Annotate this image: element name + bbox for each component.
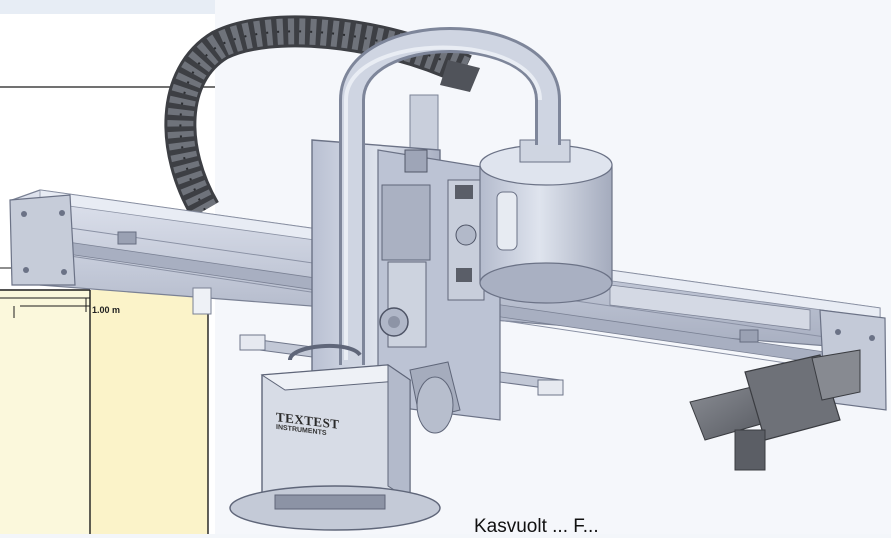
arched-pipe	[339, 27, 561, 365]
servo-motor	[689, 349, 861, 471]
drum-unit	[479, 139, 613, 304]
product-caption: Kasvuolt ... F...	[474, 516, 599, 537]
dimension-label: 1.00 m	[92, 305, 121, 315]
back-bracket	[409, 94, 439, 151]
test-head	[229, 343, 461, 531]
